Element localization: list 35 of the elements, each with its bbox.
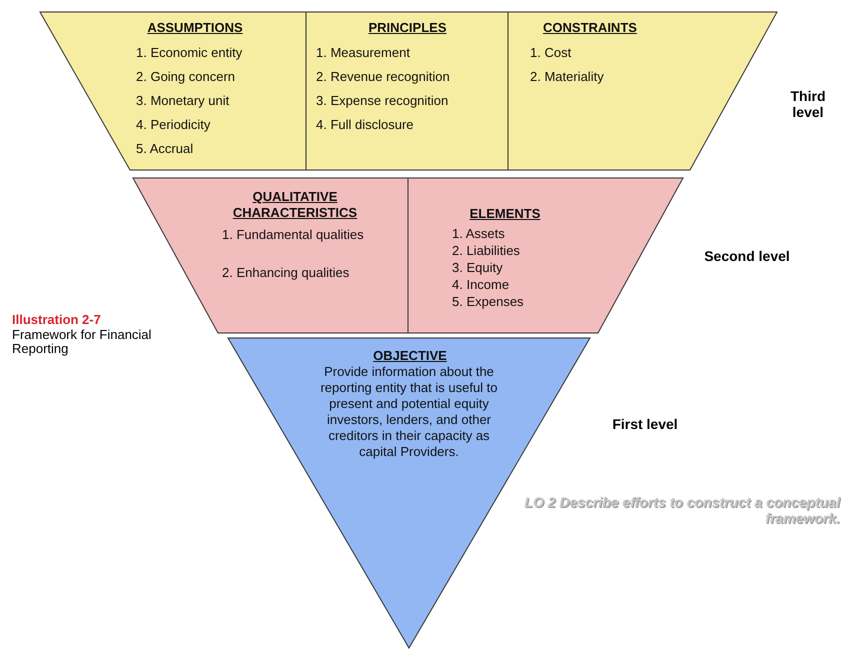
list-item: 1. Fundamental qualities xyxy=(222,227,365,243)
section-heading: PRINCIPLES xyxy=(367,20,448,36)
list-item: 5. Expenses xyxy=(452,294,525,310)
list-item: 4. Income xyxy=(452,277,510,293)
trapezoid-section xyxy=(306,12,508,170)
list-item: 2. Enhancing qualities xyxy=(222,265,350,281)
list-item: 3. Expense recognition xyxy=(316,93,450,109)
list-item: 2. Going concern xyxy=(136,69,236,85)
trapezoid-section xyxy=(508,12,777,170)
illustration-number: Illustration 2-7 xyxy=(12,313,102,327)
level-label: Second level xyxy=(703,248,791,264)
list-item: 1. Assets xyxy=(452,226,506,242)
list-item: 4. Full disclosure xyxy=(316,117,415,133)
trapezoid-section xyxy=(408,178,683,333)
learning-objective-note: LO 2 Describe efforts to construct a conceptual framework. xyxy=(523,494,840,526)
list-item: 3. Monetary unit xyxy=(136,93,230,109)
section-heading: QUALITATIVE CHARACTERISTICS xyxy=(232,189,358,221)
list-item: 1. Economic entity xyxy=(136,45,244,61)
list-item: 1. Cost xyxy=(530,45,572,61)
list-item: 1. Measurement xyxy=(316,45,411,61)
objective-text: Provide information about the reporting entity that is useful to present and potential equity investors, lenders, and other creditors in their capacity as capital Providers. xyxy=(319,364,499,460)
trapezoid-section xyxy=(40,12,306,170)
section-heading: OBJECTIVE xyxy=(372,348,448,364)
list-item: 2. Revenue recognition xyxy=(316,69,451,85)
level-label: Third level xyxy=(790,88,826,120)
section-heading: ASSUMPTIONS xyxy=(146,20,244,36)
list-item: 2. Liabilities xyxy=(452,243,521,259)
list-item: 4. Periodicity xyxy=(136,117,212,133)
level-label: First level xyxy=(611,416,679,432)
section-heading: ELEMENTS xyxy=(468,206,542,222)
section-heading: CONSTRAINTS xyxy=(542,20,638,36)
list-item: 3. Equity xyxy=(452,260,504,276)
list-item: 2. Materiality xyxy=(530,69,605,85)
list-item: 5. Accrual xyxy=(136,141,194,157)
illustration-title: Framework for Financial Reporting xyxy=(12,328,152,356)
